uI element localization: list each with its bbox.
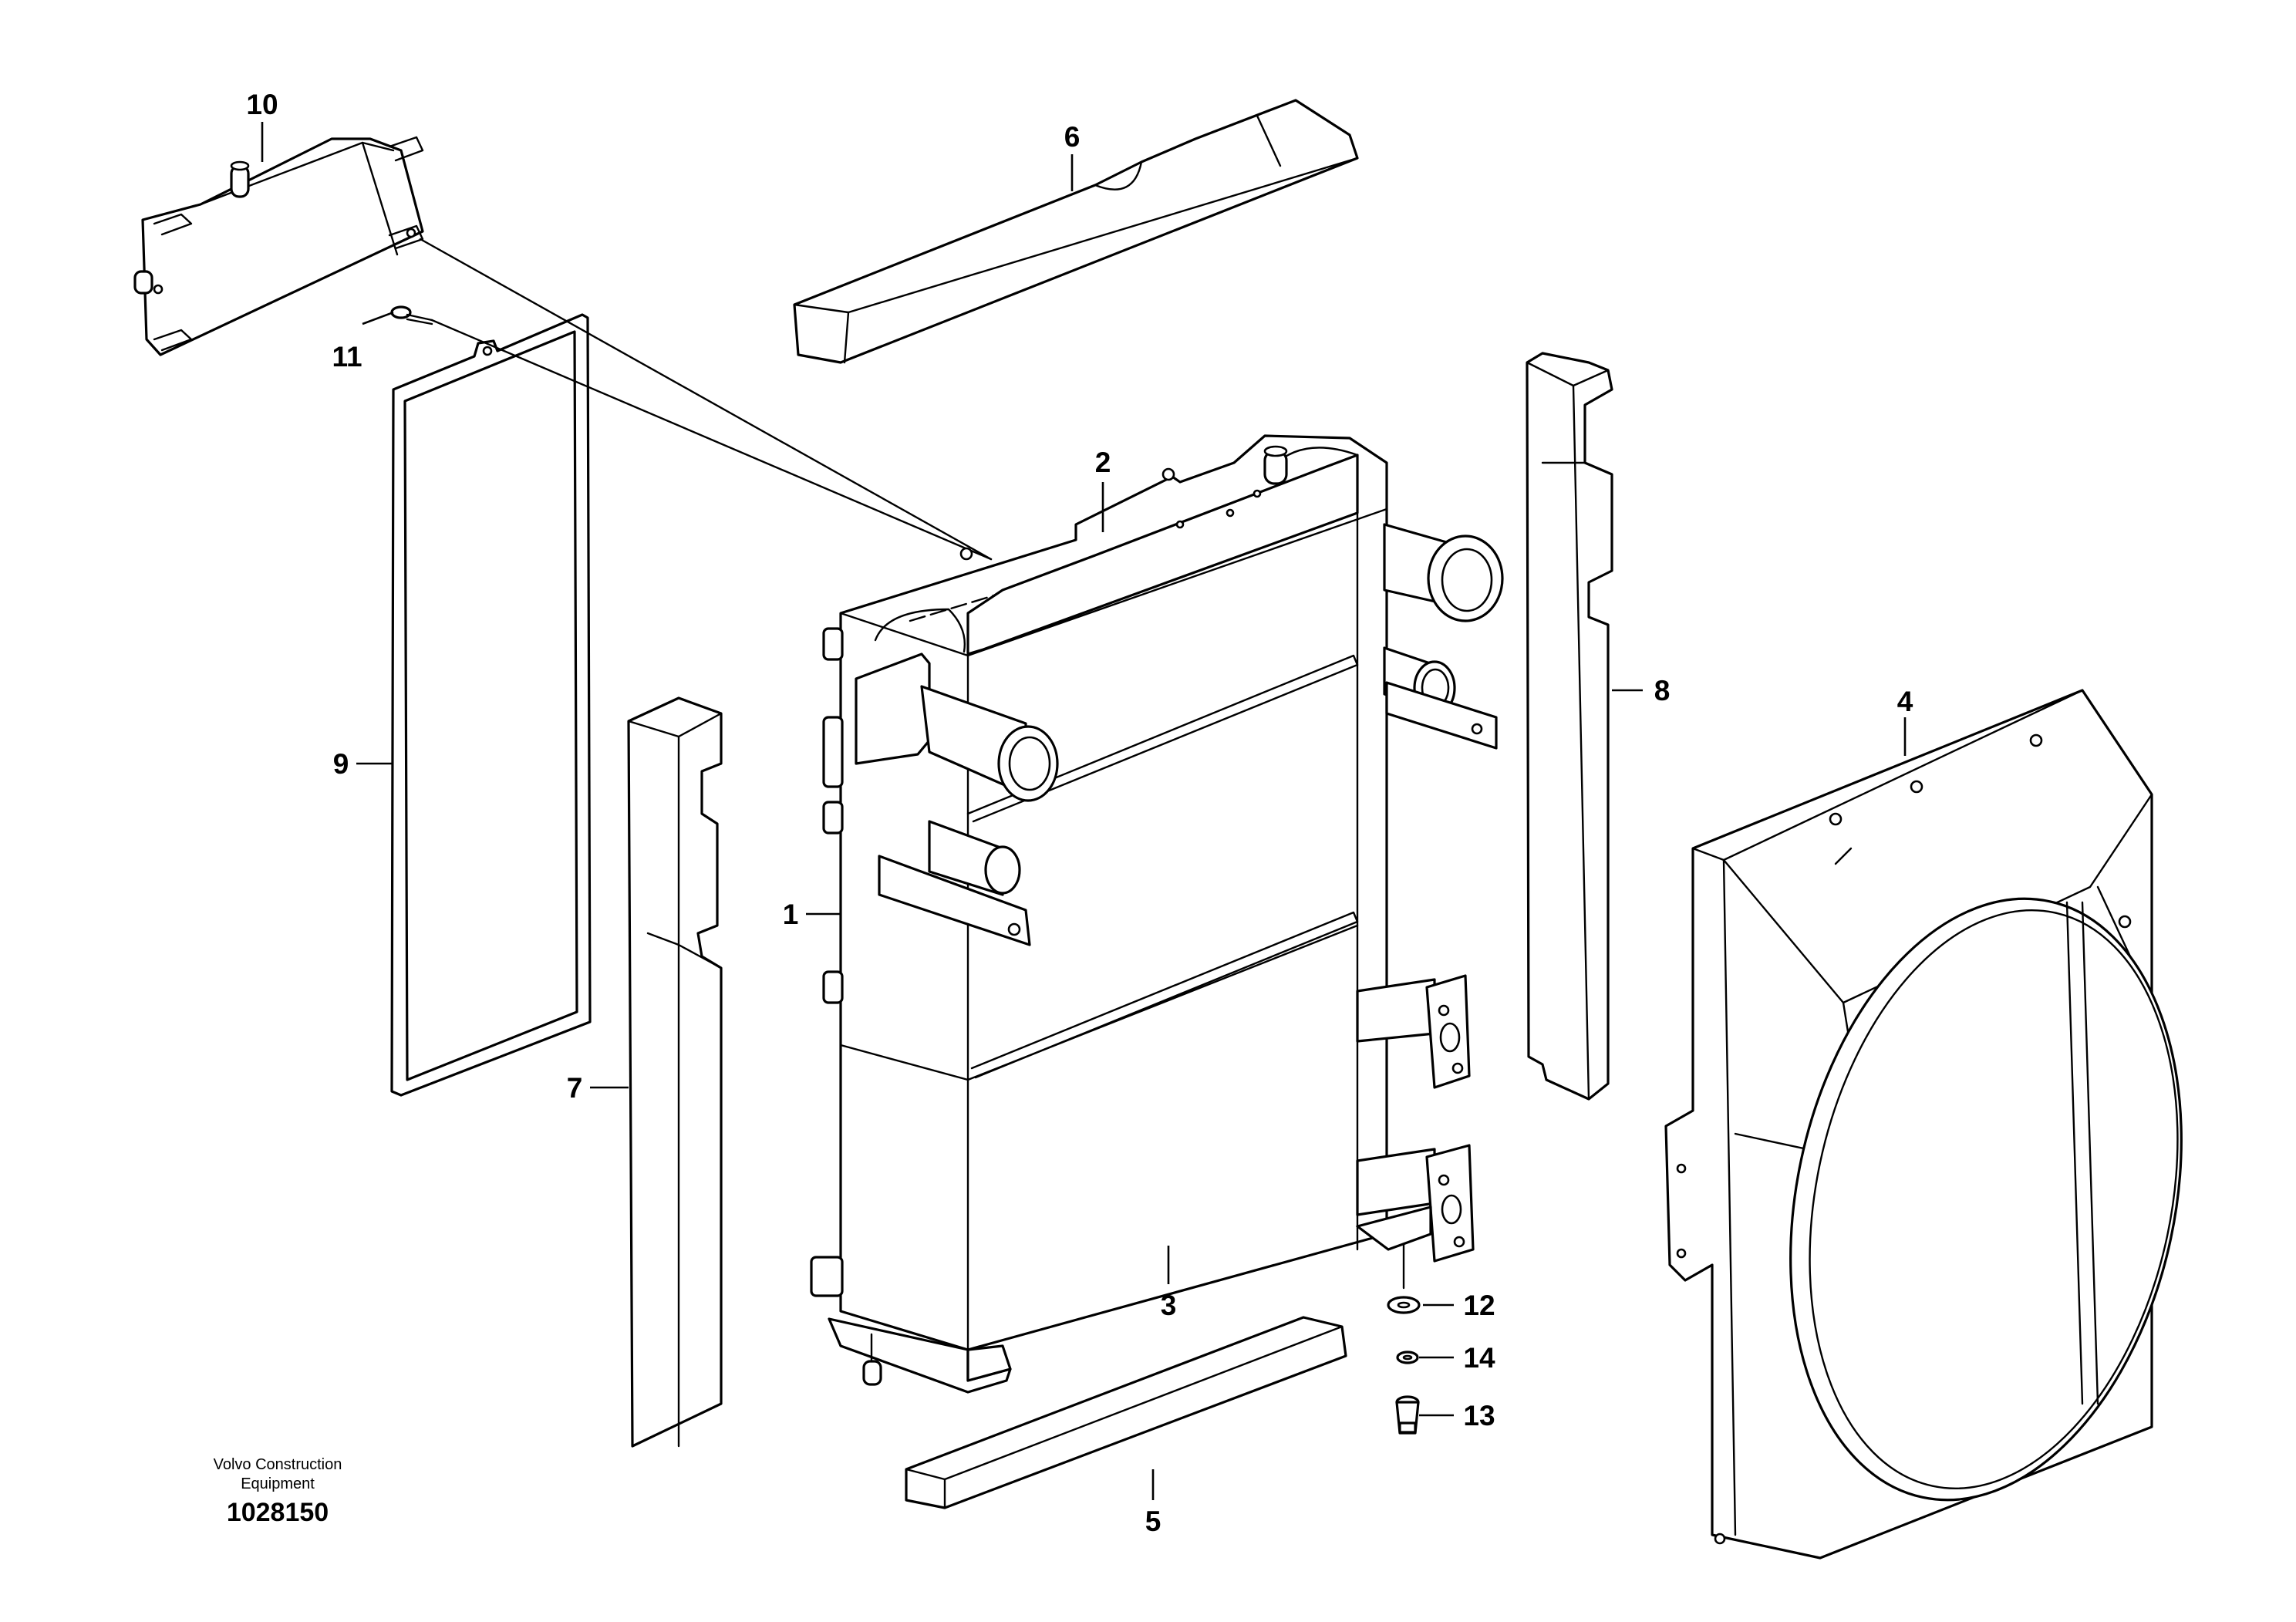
callout-2: 2 xyxy=(1095,447,1111,478)
callout-9: 9 xyxy=(333,748,349,780)
part-8-right-seal[interactable] xyxy=(1526,352,1613,1101)
radiator-inlet-pipe[interactable] xyxy=(855,653,1059,802)
callout-5: 5 xyxy=(1145,1506,1161,1537)
callout-4: 4 xyxy=(1897,686,1913,717)
callout-13: 13 xyxy=(1463,1400,1495,1431)
callout-labels: 10 6 11 2 9 1 8 4 7 3 12 14 13 5 xyxy=(246,89,1913,1537)
callout-1: 1 xyxy=(783,899,799,930)
callout-10: 10 xyxy=(246,89,278,120)
part-1-radiator-core[interactable] xyxy=(839,434,1388,1351)
manufacturer-line-1: Volvo Construction xyxy=(213,1456,342,1473)
manufacturer-line-2: Equipment xyxy=(241,1475,315,1492)
callout-7: 7 xyxy=(567,1072,583,1104)
part-4-fan-shroud[interactable] xyxy=(1664,689,2234,1560)
part-12-washer[interactable] xyxy=(1387,1296,1421,1314)
part-6-top-seal[interactable] xyxy=(793,99,1359,364)
callout-8: 8 xyxy=(1654,675,1671,706)
part-9-gasket[interactable] xyxy=(390,313,592,1097)
callout-12: 12 xyxy=(1463,1290,1495,1321)
part-5-bottom-seal[interactable] xyxy=(905,1316,1347,1509)
radiator-side-tabs xyxy=(810,627,844,1297)
radiator-mount-brackets[interactable] xyxy=(878,681,1498,1263)
callout-leaders xyxy=(261,122,1907,1500)
callout-11: 11 xyxy=(332,341,362,373)
radiator-outlet-pipe-upper[interactable] xyxy=(1383,523,1504,716)
part-7-left-seal[interactable] xyxy=(627,696,723,1448)
callout-14: 14 xyxy=(1463,1342,1495,1374)
document-number: 1028150 xyxy=(226,1498,329,1527)
callout-6: 6 xyxy=(1064,121,1081,153)
part-13-screw[interactable] xyxy=(1395,1395,1420,1435)
manufacturer-label: Volvo Construction Equipment xyxy=(177,1455,378,1494)
part-10-oil-cooler[interactable] xyxy=(133,136,424,356)
part-3-bottom-frame[interactable] xyxy=(828,1317,1012,1394)
part-2-top-tank[interactable] xyxy=(959,445,1359,656)
part-14-lock-washer[interactable] xyxy=(1396,1351,1419,1364)
callout-3: 3 xyxy=(1161,1290,1177,1321)
part-11-bolt[interactable] xyxy=(390,305,433,325)
